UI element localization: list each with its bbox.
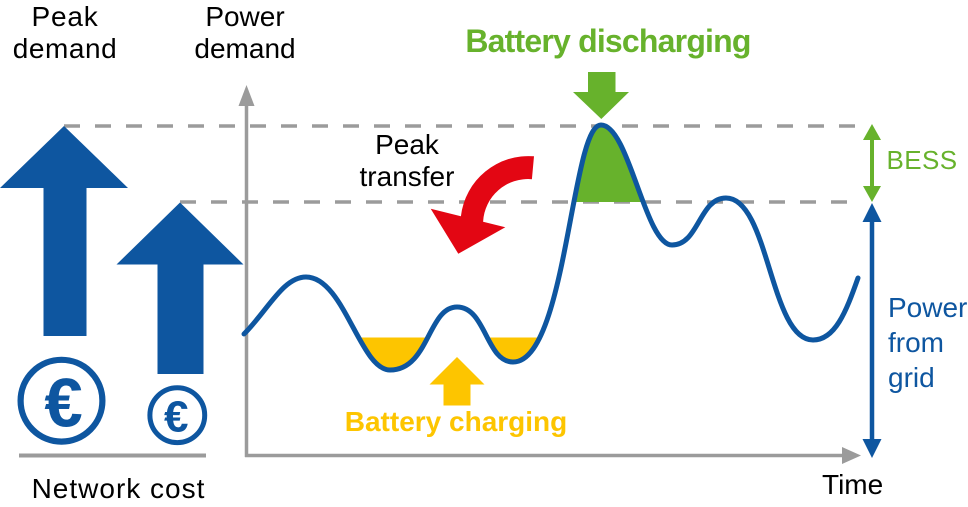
svg-text:€: €	[44, 365, 82, 442]
svg-text:grid: grid	[888, 362, 935, 393]
svg-text:demand: demand	[13, 33, 118, 64]
svg-text:€: €	[164, 393, 188, 442]
svg-text:Peak: Peak	[375, 129, 440, 160]
svg-text:Power: Power	[205, 1, 284, 32]
svg-text:Battery charging: Battery charging	[345, 406, 568, 437]
svg-text:from: from	[888, 327, 944, 358]
svg-text:Time: Time	[822, 469, 883, 500]
svg-text:Network cost: Network cost	[32, 473, 206, 504]
svg-text:Power: Power	[888, 292, 967, 323]
svg-text:demand: demand	[194, 33, 295, 64]
svg-text:BESS: BESS	[887, 145, 958, 175]
svg-text:transfer: transfer	[360, 161, 455, 192]
svg-text:Battery discharging: Battery discharging	[465, 23, 750, 59]
svg-text:Peak: Peak	[31, 1, 98, 32]
